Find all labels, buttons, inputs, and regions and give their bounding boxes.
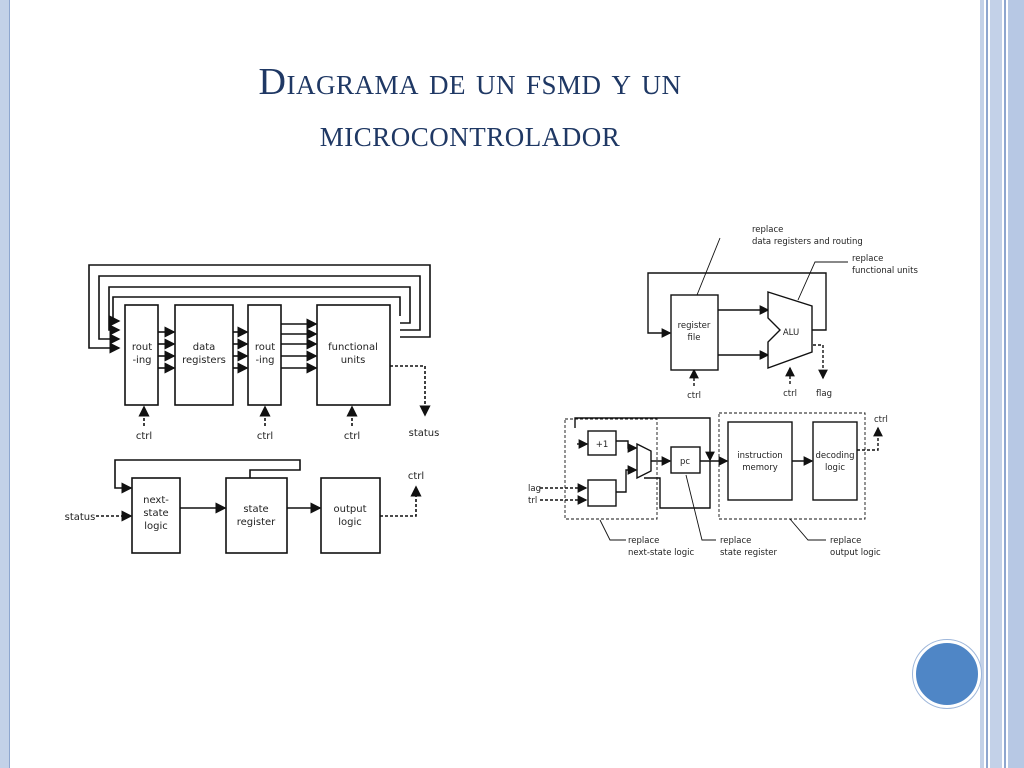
fsmd-routing-left-block [124,304,159,406]
register-file-block [670,294,719,371]
label-replace-functional-2: functional units [852,266,918,276]
fsmd-state-register-block [225,477,288,554]
label-status-in: status [65,512,96,523]
label-next-state-2: state [143,508,168,519]
label-instruction-memory-1: instruction [737,451,782,461]
micro-blocks [587,291,858,507]
label-output-logic-2: logic [338,517,362,528]
label-ctrl-in: trl [528,496,537,506]
label-state-register-1: state [243,504,268,515]
decoding-logic-block [812,421,858,501]
mux-block [636,442,652,480]
label-routing-left-1: rout [132,342,152,353]
label-ctrl-1: ctrl [136,431,152,442]
label-state-register-2: register [237,517,276,528]
label-register-file-1: register [678,321,711,331]
fsmd-output-logic-block [320,477,381,554]
label-ctrl-alu: ctrl [783,389,797,399]
pc-block [670,446,701,474]
title-line-2: microcontrolador [319,113,621,155]
label-status-out: status [409,428,440,439]
label-flag: flag [816,389,832,399]
fsmd-routing-right-block [247,304,282,406]
label-plus-one: +1 [596,440,609,450]
label-output-logic-1: output [334,504,367,515]
label-ctrl-out: ctrl [408,471,424,482]
label-functional-units-1: functional [328,342,378,353]
label-routing-right-2: -ing [255,355,274,366]
label-replace-next-state-1: replace [628,536,659,546]
fsmd-labels: rout -ing data registers rout -ing funct… [65,342,440,532]
label-pc: pc [680,457,690,467]
label-ctrl-2: ctrl [257,431,273,442]
decorative-circle [913,640,981,708]
label-decoding-logic-1: decoding [815,451,854,461]
label-register-file-2: file [688,333,701,343]
fsmd-diagram [88,264,431,522]
label-replace-next-state-2: next-state logic [628,548,694,558]
fsmd-functional-units-block [316,304,391,406]
label-data-registers-1: data [193,342,216,353]
label-decoding-logic-2: logic [825,463,845,473]
slide-title: Diagrama de un fsmd y un microcontrolado… [100,56,840,160]
plus-one-block [587,430,617,456]
instruction-memory-block [727,421,793,501]
label-replace-state-register-1: replace [720,536,751,546]
label-alu: ALU [783,328,799,338]
label-replace-state-register-2: state register [720,548,778,558]
alu-block [767,291,813,369]
label-ctrl-3: ctrl [344,431,360,442]
label-instruction-memory-2: memory [742,463,778,473]
micro-diagram [540,237,883,541]
label-replace-output-2: output logic [830,548,881,558]
flag-logic-block [587,479,617,507]
label-ctrl-regfile: ctrl [687,391,701,401]
label-routing-left-2: -ing [132,355,151,366]
slide-frame-right [980,0,1024,768]
label-replace-output-1: replace [830,536,861,546]
micro-labels: register file ALU ctrl ctrl flag replace… [528,225,918,558]
label-routing-right-1: rout [255,342,275,353]
label-flag-in: lag [528,484,541,494]
label-functional-units-2: units [341,355,366,366]
title-line-1: Diagrama de un fsmd y un [258,61,682,103]
slide-frame-left [0,0,10,768]
fsmd-data-registers-block [174,304,234,406]
label-replace-data-2: data registers and routing [752,237,863,247]
fsmd-next-state-logic-block [131,477,181,554]
label-replace-functional-1: replace [852,254,883,264]
label-next-state-1: next- [143,495,169,506]
fsmd-blocks [124,304,391,554]
label-replace-data-1: replace [752,225,783,235]
label-ctrl-out: ctrl [874,415,888,425]
label-data-registers-2: registers [182,355,226,366]
label-next-state-3: logic [144,521,168,532]
